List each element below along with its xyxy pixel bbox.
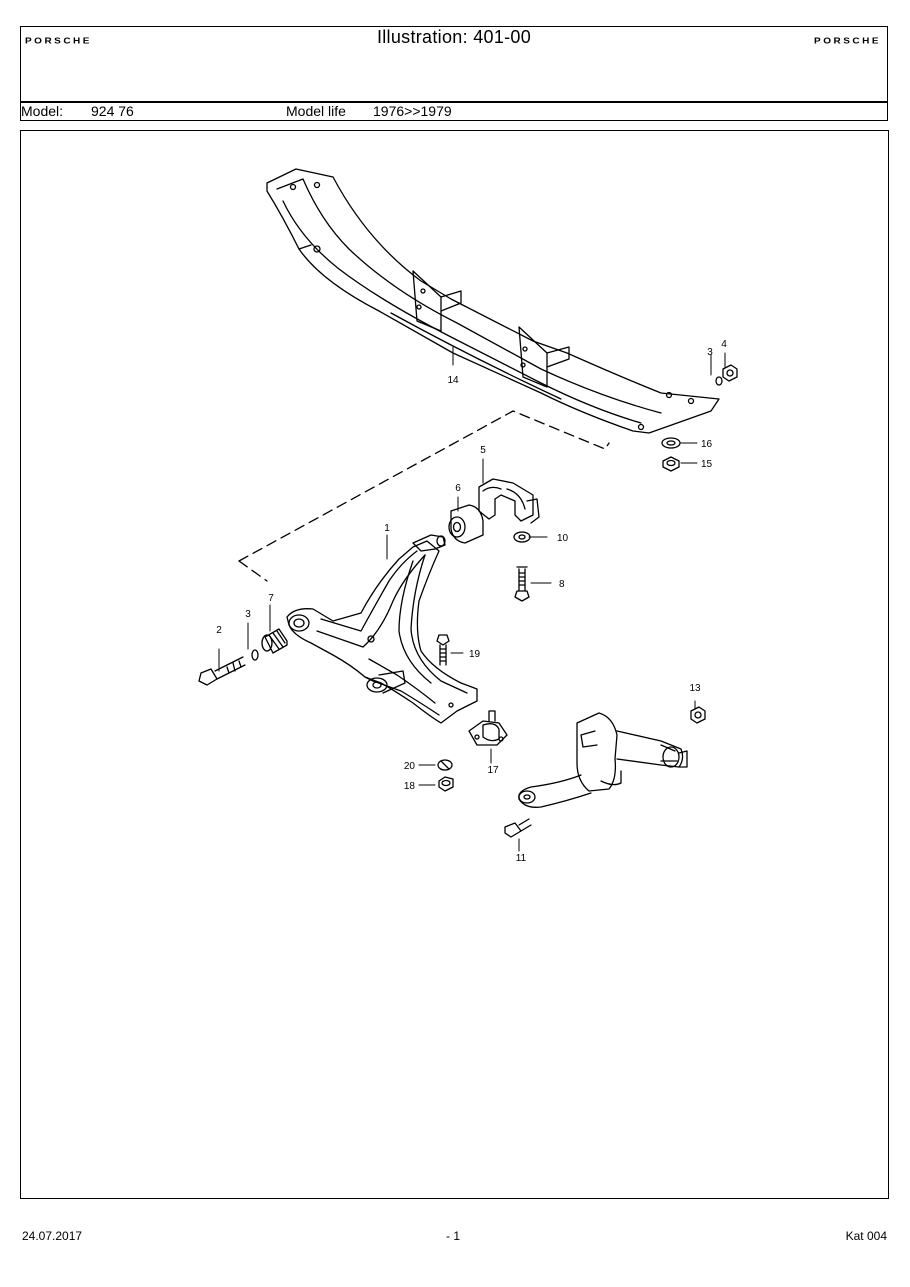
model-life-label: Model life (286, 103, 346, 119)
nut-15 (662, 456, 680, 472)
bolt-2 (198, 656, 246, 686)
bolt-8 (514, 566, 530, 602)
callout-1: 1 (384, 523, 390, 534)
washer-10 (513, 531, 531, 543)
washer-3-left (251, 649, 259, 661)
callout-8: 8 (559, 579, 565, 590)
illustration-title: Illustration: 401-00 (376, 27, 532, 47)
callout-4: 4 (721, 339, 727, 350)
callout-7: 7 (268, 593, 274, 604)
clamp-part (478, 478, 540, 524)
callout-15: 15 (701, 459, 713, 470)
callout-leaders (218, 346, 726, 852)
washer-3-right (715, 376, 723, 386)
callout-5: 5 (480, 445, 486, 456)
callout-14: 14 (447, 375, 459, 386)
callout-17: 17 (487, 765, 499, 776)
header-box: PORSCHE Illustration: 401-00 PORSCHE Mod… (20, 26, 888, 121)
washer-16 (661, 437, 681, 449)
callout-18: 18 (404, 781, 416, 792)
washer-20 (437, 759, 453, 771)
bolt-11 (504, 818, 532, 838)
model-label: Model: (21, 103, 64, 119)
model-row: Model: 924 76 Model life 1976>>1979 (21, 101, 887, 120)
callout-20: 20 (404, 761, 416, 772)
footer-date: 24.07.2017 (22, 1229, 83, 1243)
steering-knuckle-part (518, 712, 688, 808)
footer-catalog: Kat 004 (845, 1229, 887, 1243)
nut-4 (722, 364, 738, 382)
callout-2: 2 (216, 625, 222, 636)
callout-19: 19 (469, 649, 481, 660)
nut-13 (690, 706, 706, 724)
bushing-part (448, 504, 484, 544)
callout-labels: 1 2 3 3 4 5 6 7 8 10 11 13 14 15 16 17 1… (216, 339, 727, 864)
crossmember-part (266, 168, 720, 434)
exploded-diagram: 1 2 3 3 4 5 6 7 8 10 11 13 14 15 16 17 1… (20, 130, 889, 1199)
model-value: 924 76 (91, 103, 134, 119)
callout-16: 16 (701, 439, 713, 450)
callout-3-right: 3 (707, 347, 713, 358)
callout-11: 11 (516, 853, 527, 864)
callout-6: 6 (455, 483, 461, 494)
brand-logo-right: PORSCHE (814, 37, 881, 46)
callout-10: 10 (557, 533, 569, 544)
nut-18 (438, 776, 454, 792)
ball-joint-part (468, 710, 508, 746)
brand-logo-left: PORSCHE (25, 37, 92, 46)
model-life-value: 1976>>1979 (373, 103, 452, 119)
reference-dashed-line (238, 410, 610, 562)
callout-3-left: 3 (245, 609, 251, 620)
parts-drawing: 1 2 3 3 4 5 6 7 8 10 11 13 14 15 16 17 1… (198, 168, 738, 864)
control-arm-part (286, 534, 478, 724)
bolt-19 (436, 634, 450, 666)
callout-13: 13 (689, 683, 701, 694)
footer-page: - 1 (446, 1229, 461, 1243)
rubber-bushing-7 (261, 628, 288, 654)
